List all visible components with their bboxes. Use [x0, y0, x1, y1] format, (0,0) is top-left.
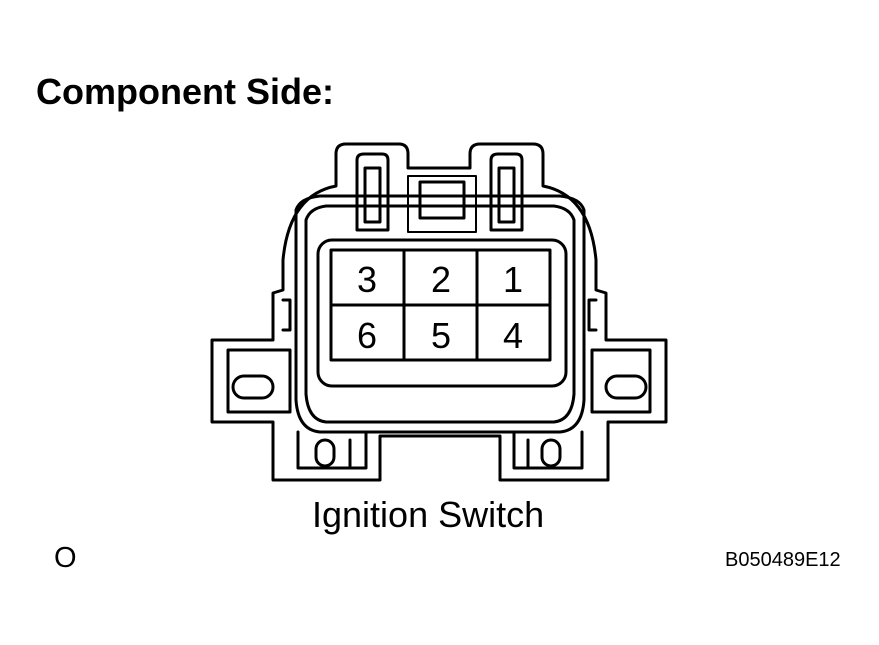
lock-tab-frame	[407, 175, 477, 233]
right-leg-slot	[540, 438, 562, 468]
right-mounting-slot	[604, 374, 648, 400]
corner-mark: O	[54, 542, 77, 574]
left-leg-slot	[314, 438, 336, 468]
figure-code: B050489E12	[725, 549, 841, 571]
lock-tab	[418, 180, 466, 220]
pin-4-label: 4	[503, 315, 523, 356]
right-side-ledge	[587, 298, 598, 332]
left-mounting-flange	[226, 348, 292, 414]
pin-5-label: 5	[431, 315, 451, 356]
right-latch-arm-inner	[497, 166, 516, 224]
pin-2-label: 2	[431, 259, 451, 300]
pin-6-label: 6	[357, 315, 377, 356]
left-latch-arm	[355, 152, 390, 232]
right-bottom-leg	[512, 430, 584, 470]
right-latch-arm	[489, 152, 524, 232]
left-bottom-leg	[296, 430, 368, 470]
connector-inner-body-ring	[304, 204, 576, 424]
page-title: Component Side:	[36, 71, 334, 112]
connector-inner-body	[294, 194, 586, 434]
left-side-ledge	[281, 298, 292, 332]
terminal-window-outer	[316, 238, 568, 388]
left-latch-arm-inner	[363, 166, 382, 224]
pin-1-label: 1	[503, 259, 523, 300]
right-mounting-flange	[590, 348, 652, 414]
diagram-caption: Ignition Switch	[312, 494, 545, 535]
connector-housing-outline	[210, 142, 668, 482]
pin-3-label: 3	[357, 259, 377, 300]
left-mounting-slot	[231, 374, 275, 400]
